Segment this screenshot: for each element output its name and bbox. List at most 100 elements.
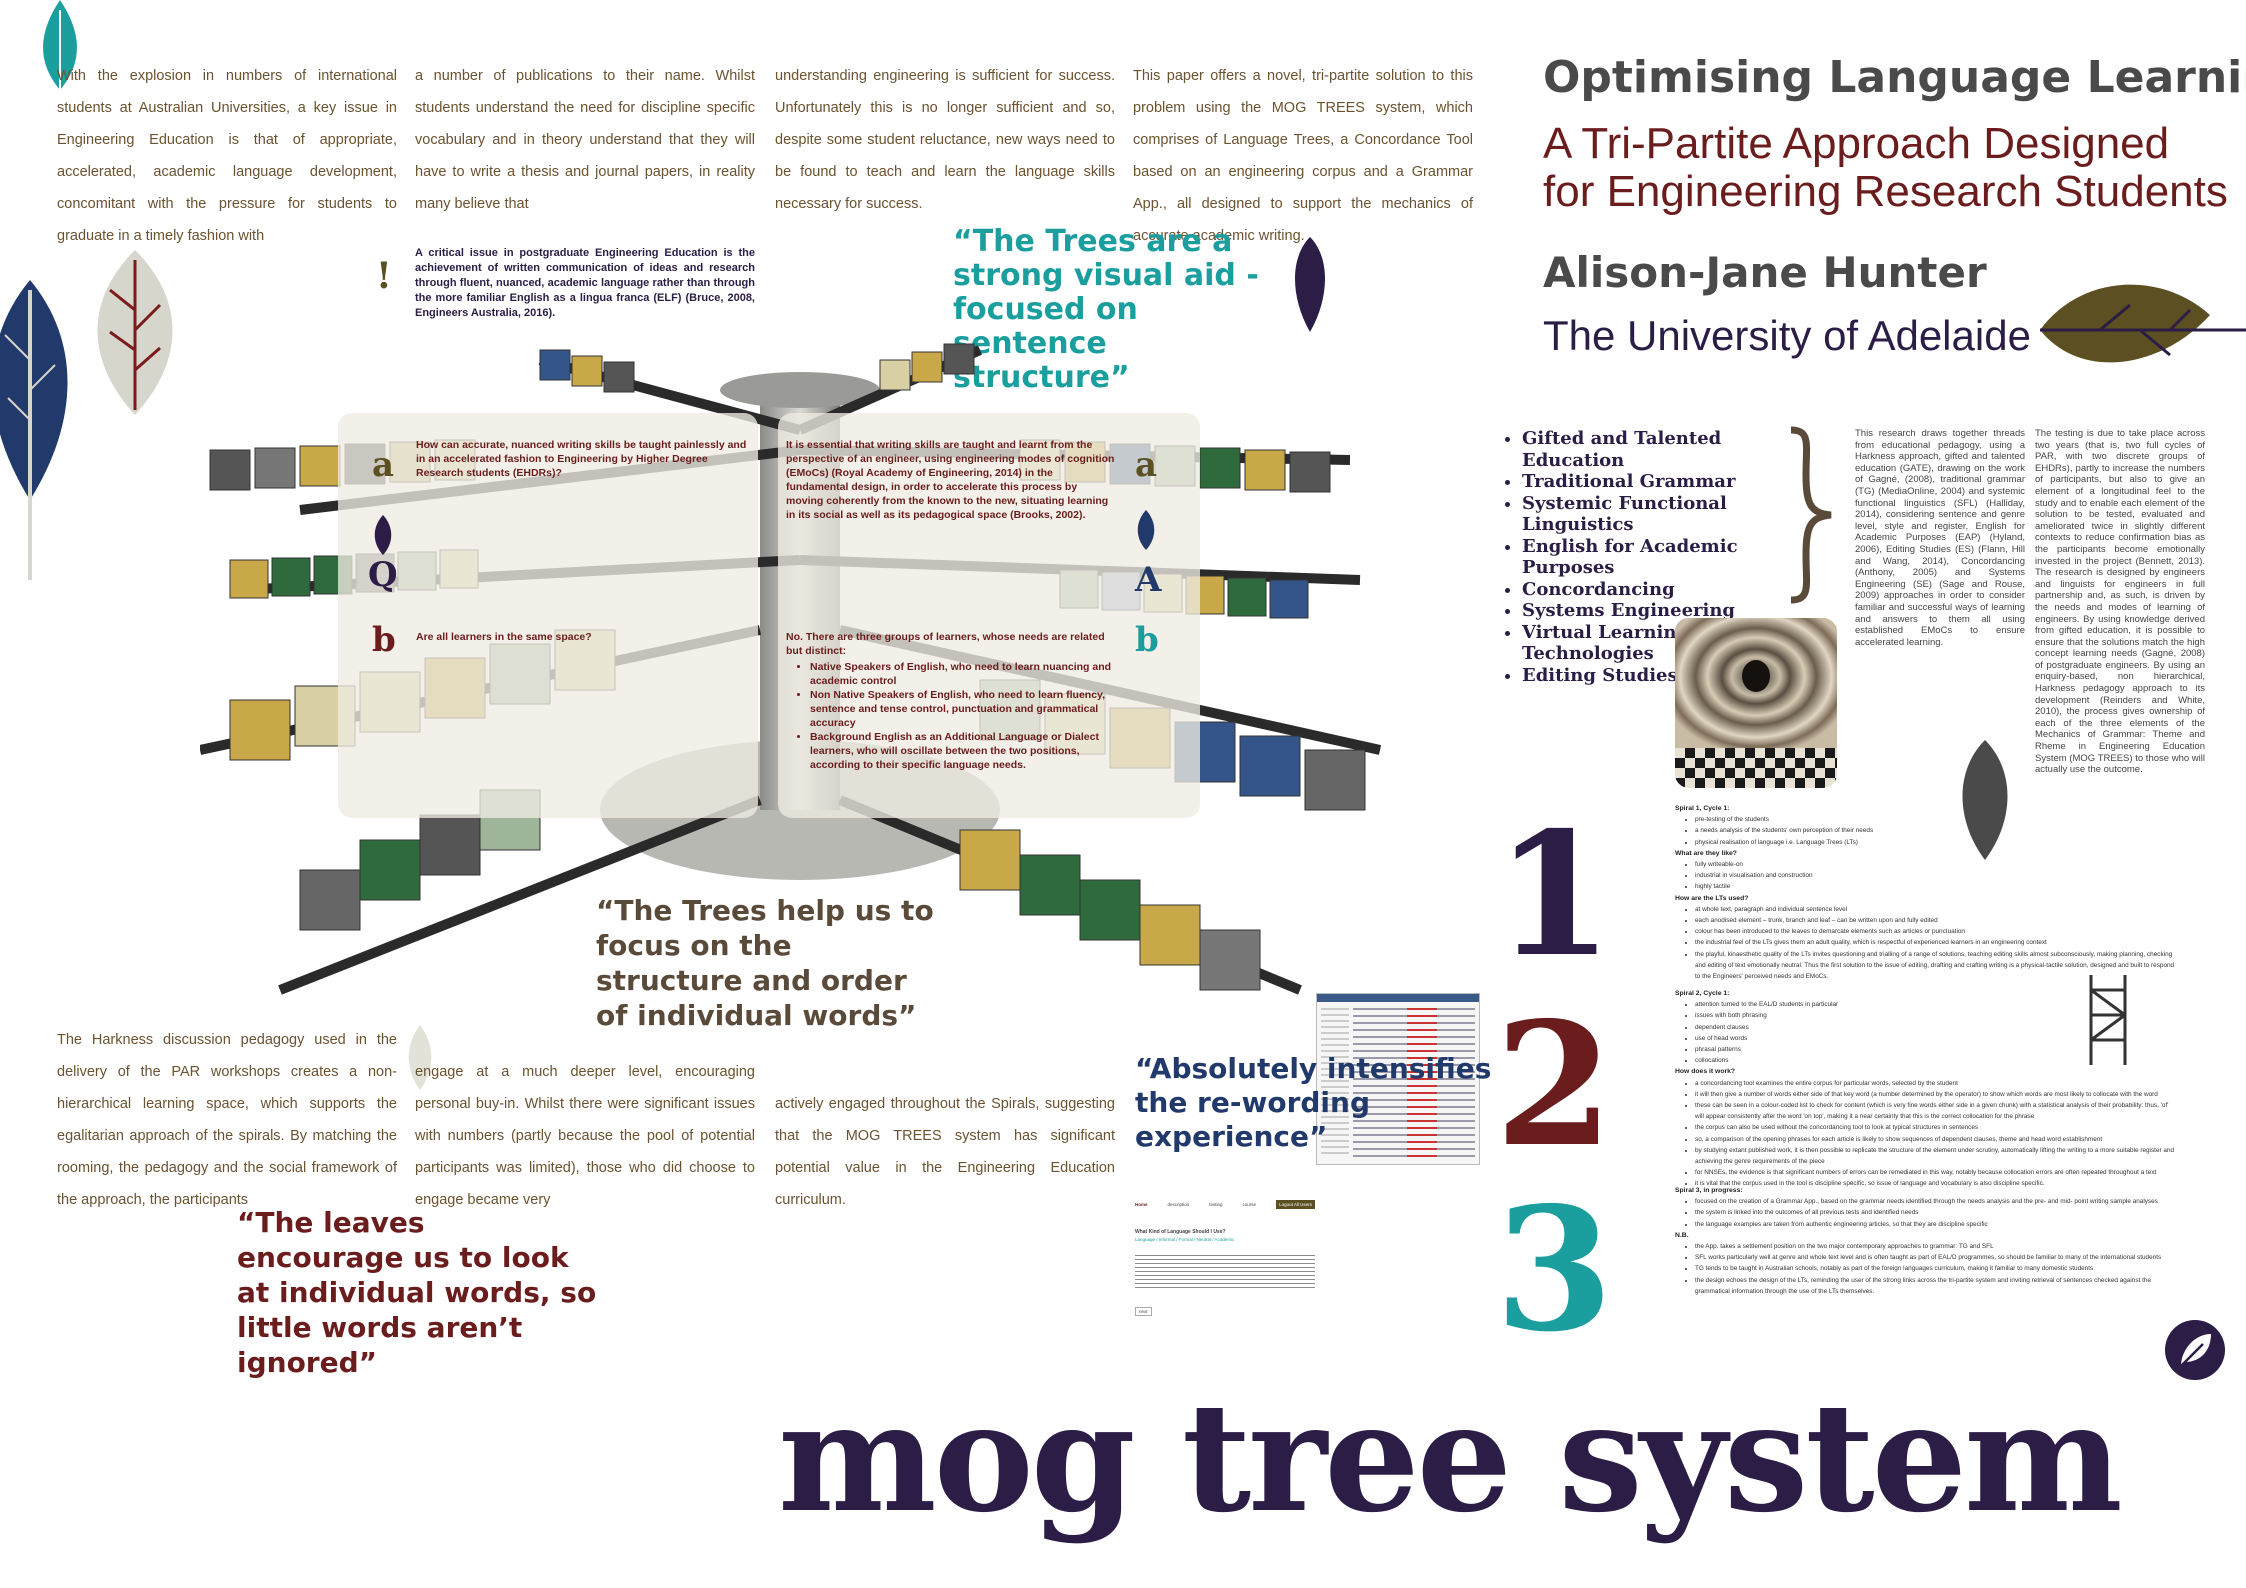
spiral-1-list-c: at whole text, paragraph and individual … xyxy=(1675,904,2175,982)
spiral-item: these can be seen in a colour-coded list… xyxy=(1695,1100,2175,1122)
quote-trees-structure: “The Trees help us to focus on the struc… xyxy=(596,894,934,1032)
spiral-1-heading: Spiral 1, Cycle 1: xyxy=(1675,805,1730,812)
question-b-text: Are all learners in the same space? xyxy=(416,631,592,643)
spiral-item: highly tactile xyxy=(1695,881,2175,892)
answer-b-item: Background English as an Additional Lang… xyxy=(810,730,1130,772)
spiral-item: the design echoes the design of the LTs,… xyxy=(1695,1275,2175,1297)
intro-column-2: a number of publications to their name. … xyxy=(415,68,755,212)
spiral-3-list-a: focused on the creation of a Grammar App… xyxy=(1675,1196,2175,1230)
spiral-item: focused on the creation of a Grammar App… xyxy=(1695,1196,2175,1207)
exclamation-icon: ! xyxy=(376,255,392,297)
spiral-item: the corpus can also be used without the … xyxy=(1695,1122,2175,1133)
spiral-1-sub1: What are they like? xyxy=(1675,849,1737,857)
grammar-app-preview: Home description testing course Logout A… xyxy=(1135,1200,1320,1350)
app-next-button[interactable]: next xyxy=(1135,1307,1152,1316)
curly-brace-icon xyxy=(1790,426,1832,604)
app-menu-item[interactable]: course xyxy=(1242,1202,1257,1207)
harkness-column-1: The Harkness discussion pedagogy used in… xyxy=(57,1032,397,1208)
plum-small-leaf-icon xyxy=(374,505,392,555)
spiral-item: phrasal patterns xyxy=(1695,1044,1995,1055)
question-sub-b: b xyxy=(372,620,396,660)
harkness-column-2: engage at a much deeper level, encouragi… xyxy=(415,1064,755,1208)
intro-column-3: understanding engineering is sufficient … xyxy=(775,68,1115,212)
mog-tree-logo-icon xyxy=(2165,1320,2225,1380)
spiral-item: a needs analysis of the students' own pe… xyxy=(1695,825,2175,836)
question-a-text: How can accurate, nuanced writing skills… xyxy=(416,439,747,479)
spiral-item: the industrial feel of the LTs gives the… xyxy=(1695,937,2175,948)
spiral-1-sub2: How are the LTs used? xyxy=(1675,894,1749,902)
app-menu-item[interactable]: description xyxy=(1167,1202,1190,1207)
app-text-lines xyxy=(1135,1255,1315,1289)
spiral-number-2: 2 xyxy=(1495,985,1614,1185)
spiral-2-section: Spiral 2, Cycle 1: attention turned to t… xyxy=(1675,988,2175,1190)
poster-subtitle-line2: for Engineering Research Students xyxy=(1543,167,2228,216)
footer-wordmark: mog tree system xyxy=(778,1370,2123,1546)
spiral-item: physical realisation of language i.e. La… xyxy=(1695,837,2175,848)
poster-title: Optimising Language Learning xyxy=(1543,52,2246,103)
poster-subtitle-line1: A Tri-Partite Approach Designed xyxy=(1543,119,2170,168)
app-menu-item[interactable]: Logout All Users xyxy=(1276,1200,1315,1209)
spiral-item: at whole text, paragraph and individual … xyxy=(1695,904,2175,915)
topic-item: English for Academic Purposes xyxy=(1522,536,1812,579)
spiral-item: the playful, kinaesthetic quality of the… xyxy=(1695,949,2175,983)
olive-leaf-icon xyxy=(2040,284,2246,363)
topic-item: Gifted and Talented Education xyxy=(1522,428,1812,471)
spiral-item: a concordancing tool examines the entire… xyxy=(1695,1078,2175,1089)
spiral-item: each anodised element – trunk, branch an… xyxy=(1695,915,2175,926)
spiral-1-list-a: pre-testing of the students a needs anal… xyxy=(1675,814,2175,848)
topics-list: Gifted and Talented Education Traditiona… xyxy=(1500,428,1812,686)
dark-grey-leaf-icon xyxy=(1962,700,2008,860)
spiral-2-list-b: a concordancing tool examines the entire… xyxy=(1675,1078,2175,1190)
navy-leaf-icon xyxy=(0,280,68,580)
spiral-item: it will then give a number of words eith… xyxy=(1695,1089,2175,1100)
tree-frame-icon xyxy=(2089,975,2127,1065)
spiral-number-3: 3 xyxy=(1495,1170,1614,1370)
spiral-3-section: Spiral 3, in progress: focused on the cr… xyxy=(1675,1185,2175,1297)
intro-column-1: With the explosion in numbers of interna… xyxy=(57,68,397,244)
spiral-item: so, a comparison of the opening phrases … xyxy=(1695,1134,2175,1145)
intro-column-4: This paper offers a novel, tri-partite s… xyxy=(1133,68,1473,244)
spiral-3-heading: Spiral 3, in progress: xyxy=(1675,1187,1743,1194)
university-name: The University of Adelaide xyxy=(1543,312,2031,359)
answer-b-item: Native Speakers of English, who need to … xyxy=(810,660,1130,688)
grey-leaf-icon xyxy=(97,250,173,415)
spiral-item: the App. takes a settlement position on … xyxy=(1695,1241,2175,1252)
quote-trees-visual-aid: “The Trees are a strong visual aid - foc… xyxy=(953,224,1259,395)
topic-item: Systemic Functional Linguistics xyxy=(1522,493,1812,536)
spiral-item: collocations xyxy=(1695,1055,1995,1066)
quote-leaves: “The leaves encourage us to look at indi… xyxy=(237,1206,597,1379)
app-heading: What Kind of Language Should I Use? xyxy=(1135,1229,1226,1235)
topic-item: Systems Engineering xyxy=(1522,600,1812,622)
topic-item: Concordancing xyxy=(1522,579,1812,601)
answer-letter: A xyxy=(1135,560,1162,600)
answer-panel xyxy=(778,413,1200,818)
answer-b-intro: No. There are three groups of learners, … xyxy=(786,631,1105,657)
spiral-number-1: 1 xyxy=(1495,795,1614,995)
topic-item: Virtual Learning Technologies xyxy=(1522,622,1812,665)
app-menu-item[interactable]: Home xyxy=(1135,1202,1148,1207)
spiral-item: industrial in visualisation and construc… xyxy=(1695,870,2175,881)
spiral-item: by studying extant published work, it is… xyxy=(1695,1145,2175,1167)
topic-item: Editing Studies xyxy=(1522,665,1812,687)
spiral-item: issues with both phrasing xyxy=(1695,1010,1995,1021)
spiral-staircase-photo xyxy=(1675,618,1837,788)
spiral-2-heading: Spiral 2, Cycle 1: xyxy=(1675,990,1730,997)
topic-item: Traditional Grammar xyxy=(1522,471,1812,493)
spiral-item: the system is linked into the outcomes o… xyxy=(1695,1207,2175,1218)
app-body: Language / Informal / Formal / Neutral /… xyxy=(1135,1237,1235,1242)
critical-issue-text: A critical issue in postgraduate Enginee… xyxy=(415,247,755,319)
harkness-column-3: actively engaged throughout the Spirals,… xyxy=(775,1096,1115,1208)
spiral-item: use of head words xyxy=(1695,1033,1995,1044)
spiral-item: pre-testing of the students xyxy=(1695,814,2175,825)
spiral-item: it is vital that the corpus used in the … xyxy=(1695,1178,2175,1189)
spiral-2-sub1: How does it work? xyxy=(1675,1068,1736,1076)
spiral-item: fully writeable-on xyxy=(1695,859,2175,870)
plum-leaf-icon xyxy=(1295,222,1325,332)
app-menu-item[interactable]: testing xyxy=(1209,1202,1223,1207)
spiral-3-list-b: the App. takes a settlement position on … xyxy=(1675,1241,2175,1297)
light-leaf-icon xyxy=(408,1025,432,1090)
spiral-3-sub1: N.B. xyxy=(1675,1231,1689,1239)
answer-b-item: Non Native Speakers of English, who need… xyxy=(810,688,1130,730)
spiral-1-section: Spiral 1, Cycle 1: pre-testing of the st… xyxy=(1675,803,2175,982)
question-panel xyxy=(338,413,758,818)
